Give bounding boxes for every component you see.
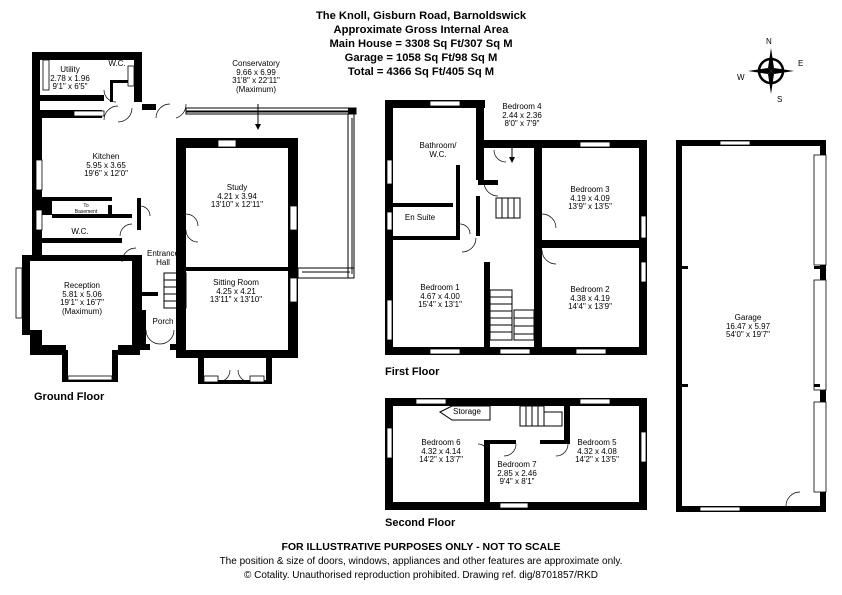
first-floor-plan [385,100,647,355]
room-bathroom-wc: Bathroom/W.C. [419,141,457,159]
area-heading: Approximate Gross Internal Area [333,24,509,36]
property-title: The Knoll, Gisburn Road, Barnoldswick [315,10,527,22]
compass-north: N [766,37,772,46]
compass-rose-icon [748,48,794,94]
ground-floor-plan [15,52,357,384]
garage-area: Garage = 1058 Sq Ft/98 Sq M [344,52,498,64]
compass-south: S [777,95,783,104]
main-house-area: Main House = 3308 Sq Ft/307 Sq M [329,38,513,50]
room-wc-ground: W.C. [71,227,89,236]
copyright-text: © Cotality. Unauthorised reproduction pr… [243,570,599,581]
disclaimer-heading: FOR ILLUSTRATIVE PURPOSES ONLY - NOT TO … [281,541,561,553]
disclaimer-text: The position & size of doors, windows, a… [219,556,623,567]
second-floor-label: Second Floor [385,517,456,529]
compass-east: E [798,59,804,68]
garage-plan [676,140,827,512]
second-floor-plan [385,398,647,510]
ground-floor-label: Ground Floor [34,391,105,403]
total-area: Total = 4366 Sq Ft/405 Sq M [347,66,495,78]
first-floor-label: First Floor [385,366,440,378]
compass-west: W [737,73,745,82]
room-wc-top: W.C. [108,59,126,68]
room-porch: Porch [152,317,174,326]
room-en-suite: En Suite [404,213,436,222]
room-storage: Storage [452,407,482,416]
